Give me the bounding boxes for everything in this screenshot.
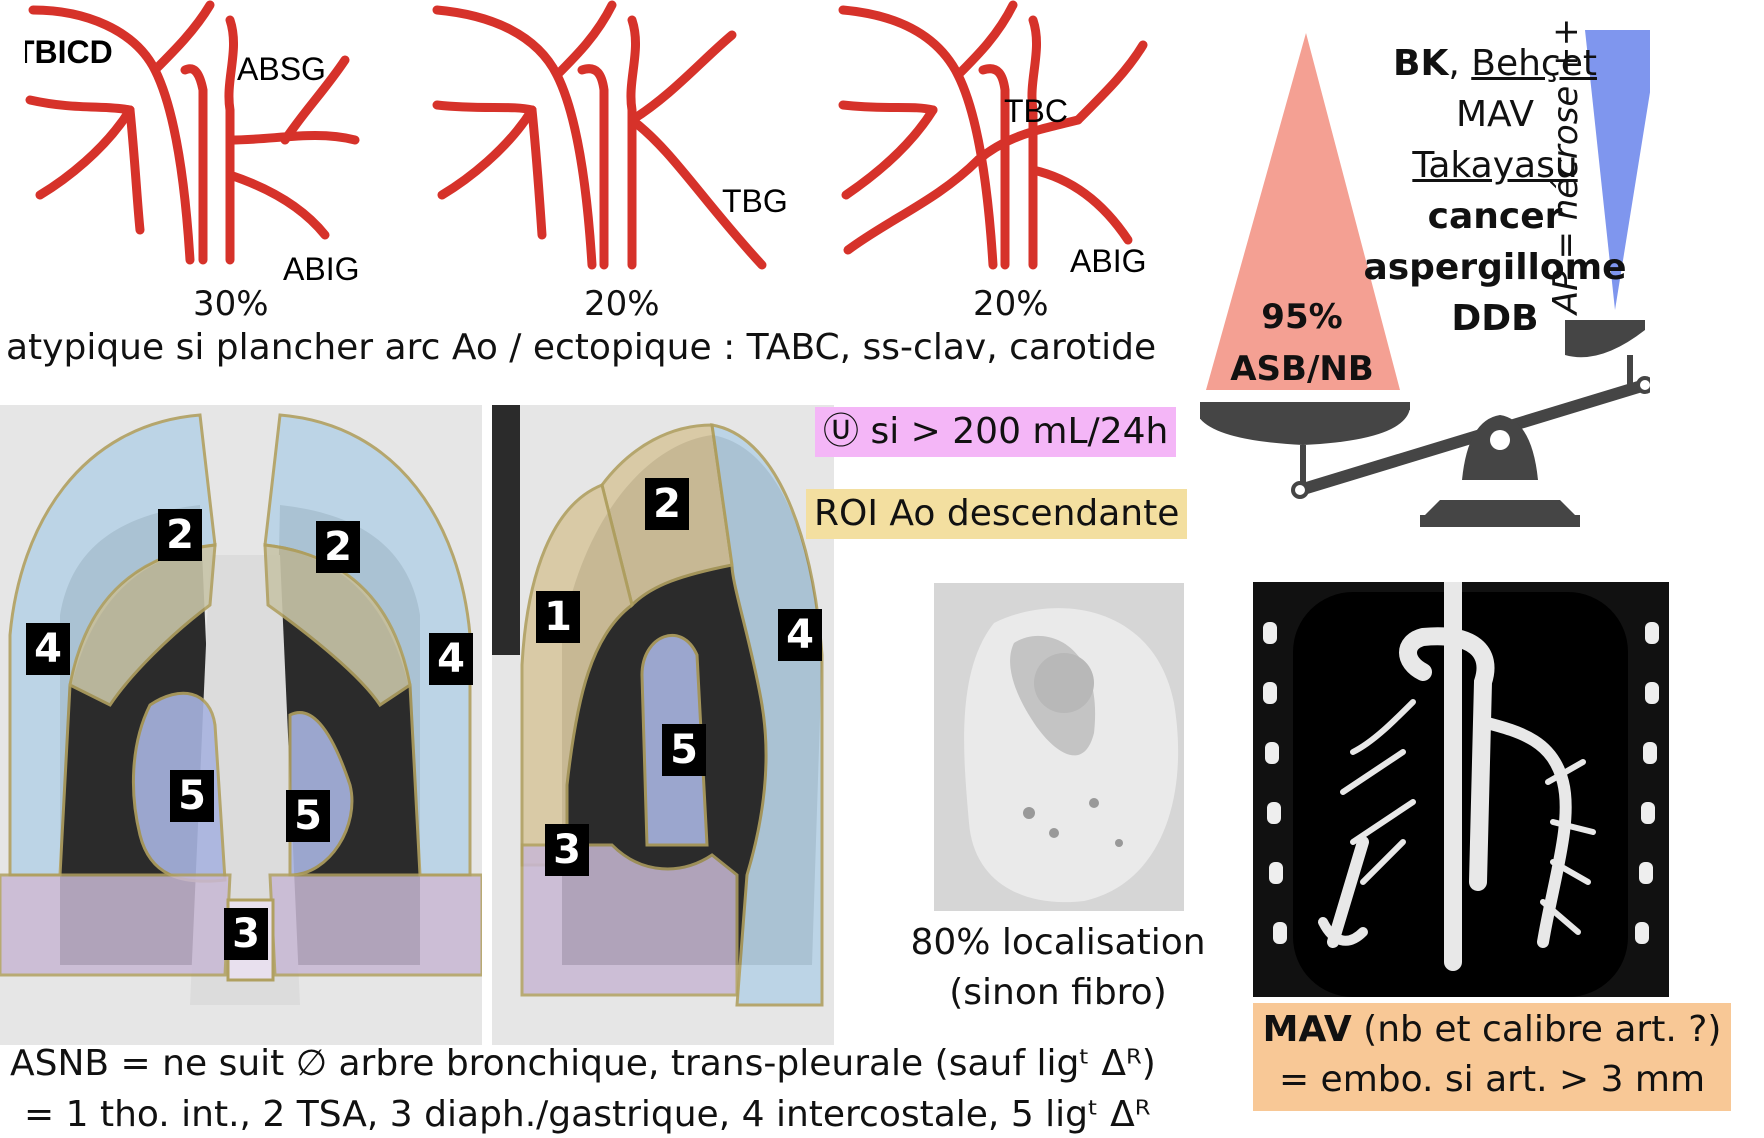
sagittal-zone-2: 2 <box>645 478 689 530</box>
schema1-percent: 30% <box>193 284 269 324</box>
roi-note: ROI Ao descendante <box>806 489 1188 539</box>
cone-right <box>1585 30 1650 310</box>
cause-behcet: Behçet <box>1471 43 1597 84</box>
mav-note: MAV (nb et calibre art. ?) = embo. si ar… <box>1253 1003 1731 1111</box>
coronal-zone-2-left: 2 <box>158 509 202 561</box>
schema3-percent: 20% <box>973 284 1049 324</box>
schema2-percent: 20% <box>584 284 660 324</box>
schema3-label-tbc: TBC <box>1004 93 1068 129</box>
cause-mav: MAV <box>1455 94 1534 135</box>
ct-lung-image <box>934 583 1184 911</box>
coronal-ct-schematic <box>0 405 482 1045</box>
atypical-note: atypique si plancher arc Ao / ectopique … <box>6 327 1157 368</box>
coronal-zone-3: 3 <box>224 908 268 960</box>
cone-right-label: AP = nécrose ++ <box>1546 17 1586 315</box>
artery-schema-2: TBG <box>432 0 788 270</box>
threshold-text: si > 200 mL/24h <box>870 411 1169 452</box>
mav-note-line2: = embo. si art. > 3 mm <box>1278 1059 1706 1100</box>
schema1-label-abig: ABIG <box>283 251 359 287</box>
cause-cancer: cancer <box>1427 196 1563 237</box>
cone-left-label: ASB/NB <box>1230 349 1374 389</box>
coronal-zone-4-left: 4 <box>26 623 70 675</box>
cause-separator: , <box>1448 43 1472 84</box>
ct-caption-line2: (sinon fibro) <box>949 972 1167 1013</box>
sagittal-zone-4: 4 <box>778 609 822 661</box>
cause-takayasu: Takayasu <box>1412 145 1578 186</box>
ct-caption-line1: 80% localisation <box>910 922 1206 963</box>
sagittal-zone-3: 3 <box>545 824 589 876</box>
artery-schema-3: TBC ABIG <box>838 0 1148 279</box>
schema3-label-abig: ABIG <box>1070 243 1146 279</box>
sagittal-zone-1: 1 <box>536 591 580 643</box>
artery-schema-1: TBICD ABSG ABIG <box>25 0 360 287</box>
asnb-line1: ASNB = ne suit ∅ arbre bronchique, trans… <box>10 1043 1156 1084</box>
cause-ddb: DDB <box>1451 298 1539 339</box>
mav-angio-image <box>1253 582 1669 997</box>
balance-scale <box>1200 30 1650 527</box>
cause-bk: BK <box>1393 43 1449 84</box>
asnb-line2: = 1 tho. int., 2 TSA, 3 diaph./gastrique… <box>24 1094 1151 1135</box>
coronal-zone-5-left: 5 <box>170 770 214 822</box>
schema1-label-absg: ABSG <box>237 51 326 87</box>
coronal-zone-5-right: 5 <box>286 790 330 842</box>
schema1-label-tbicd: TBICD <box>25 34 113 70</box>
coronal-zone-4-right: 4 <box>429 633 473 685</box>
sagittal-zone-5: 5 <box>662 724 706 776</box>
cause-aspergillome: aspergillome <box>1363 247 1627 288</box>
schema2-label-tbg: TBG <box>722 183 788 219</box>
threshold-symbol: Ⓤ <box>823 411 860 452</box>
cone-left <box>1206 33 1400 390</box>
cause-list: BK, Behçet MAV Takayasu cancer aspergill… <box>1360 38 1630 344</box>
mav-note-bold: MAV <box>1262 1009 1352 1050</box>
threshold-note: Ⓤ si > 200 mL/24h <box>815 407 1177 457</box>
cone-left-percent: 95% <box>1261 297 1343 337</box>
mav-note-line1: (nb et calibre art. ?) <box>1351 1009 1722 1050</box>
coronal-zone-2-right: 2 <box>316 521 360 573</box>
